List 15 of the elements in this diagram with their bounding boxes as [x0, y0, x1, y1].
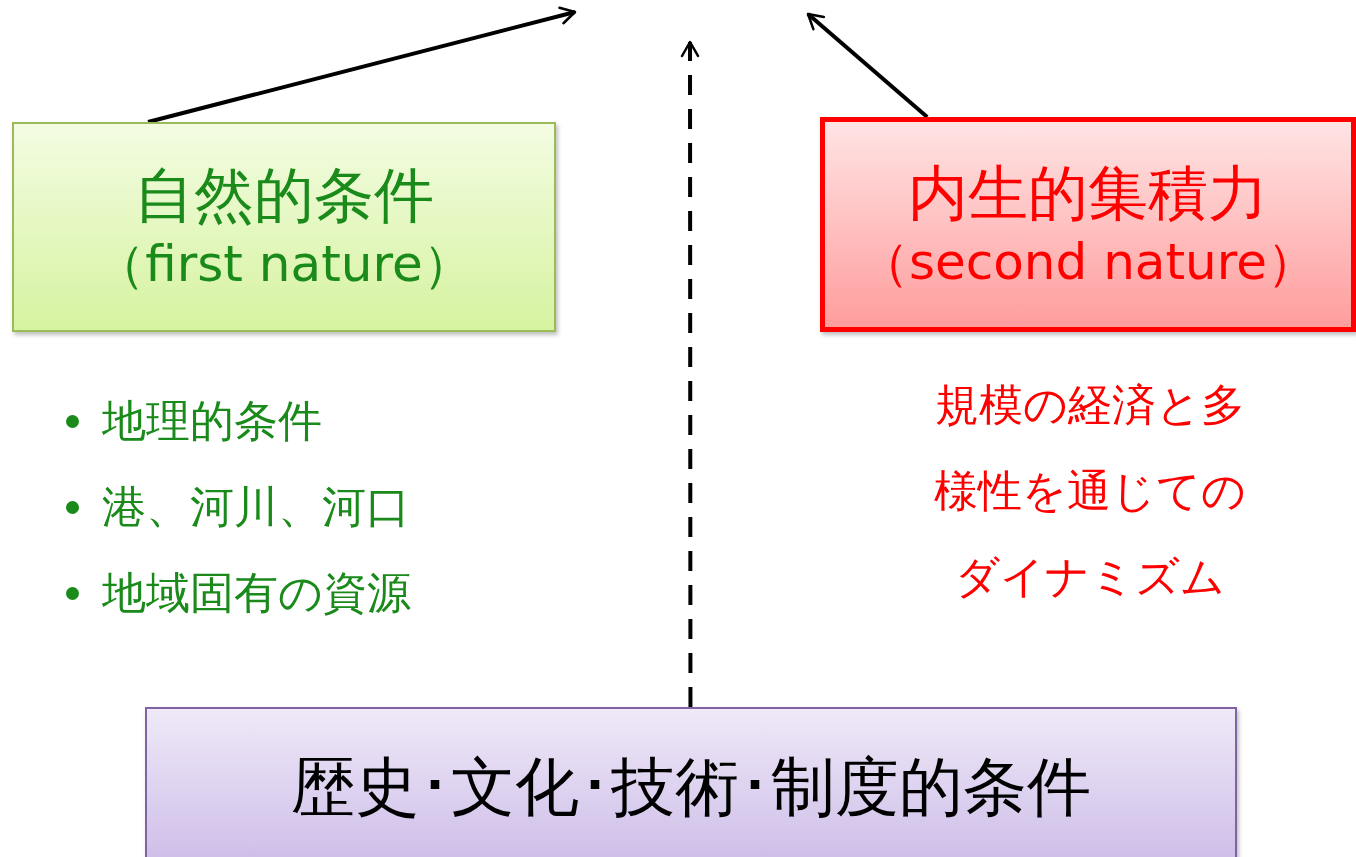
- box-subtitle: （first nature）: [95, 234, 473, 296]
- box-title: 内生的集積力: [908, 156, 1268, 230]
- bullet-item: 地域固有の資源: [102, 566, 411, 620]
- box-title: 自然的条件: [134, 159, 434, 233]
- condition-box: [145, 707, 1237, 857]
- arrow: [147, 6, 577, 124]
- condition-box: [820, 117, 1356, 332]
- box-title: 歴史･文化･技術･制度的条件: [291, 749, 1091, 826]
- note-text: 規模の経済と多様性を通じてのダイナミズム: [933, 378, 1247, 604]
- arrow: [806, 12, 929, 119]
- condition-box: [12, 122, 556, 332]
- arrow: [680, 40, 700, 707]
- bullet-item: 地理的条件: [102, 394, 322, 448]
- box-subtitle: （second nature）: [858, 231, 1318, 293]
- bullet-item: 港、河川、河口: [102, 480, 410, 534]
